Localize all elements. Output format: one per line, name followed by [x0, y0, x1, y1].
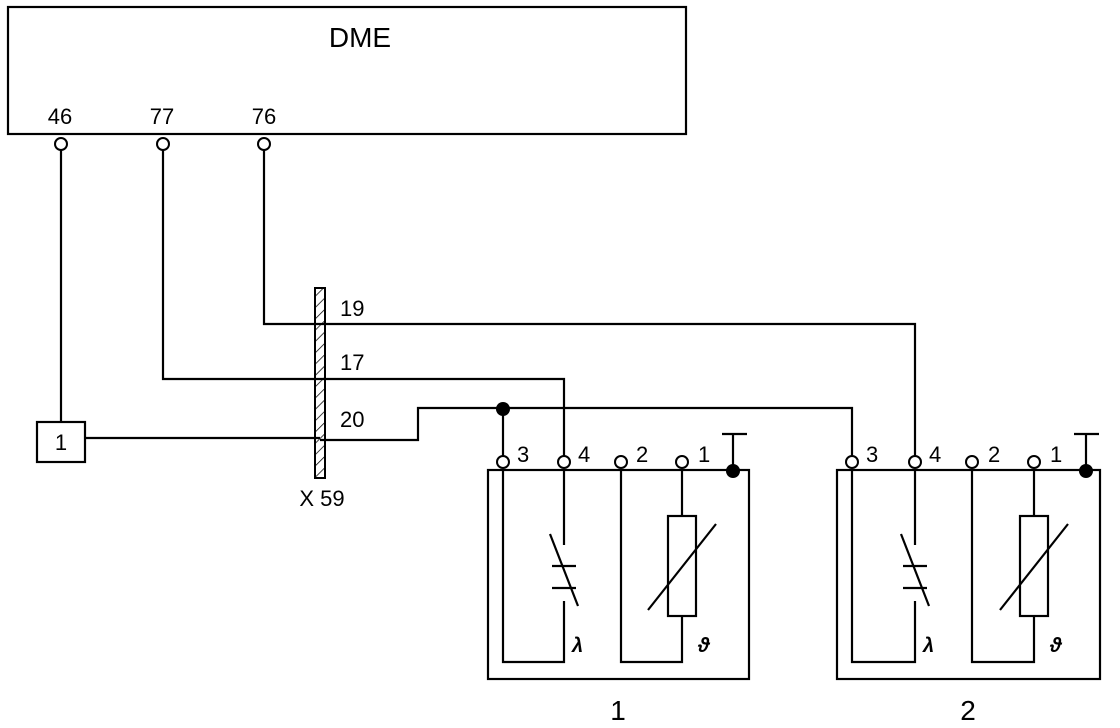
- dme-terminals: [54, 137, 271, 151]
- sensor-1-terminal-4: [557, 455, 571, 469]
- dme-box: [6, 5, 688, 136]
- sensor-2: 3 4 2 1 λ ϑ 2: [835, 432, 1102, 726]
- sensor-1-lambda-symbol: λ: [571, 635, 583, 657]
- sensor-1-terminal-3: [496, 455, 510, 469]
- dme-title: DME: [329, 22, 391, 53]
- sensor-2-ground-dot: [1079, 464, 1093, 478]
- sensor-1-terminal-2-label: 2: [636, 442, 648, 467]
- sensor-2-terminal-2-label: 2: [988, 442, 1000, 467]
- sensor-2-housing: [835, 468, 1102, 681]
- sensor-1-heater-loop: [619, 469, 684, 664]
- sensor-1-terminal-1: [675, 455, 689, 469]
- junction-dot: [496, 402, 510, 416]
- sensor-1-terminal-4-label: 4: [578, 442, 590, 467]
- wire-77: [161, 150, 566, 456]
- sensor-2-terminal-4: [908, 455, 922, 469]
- sensor-2-terminal-1-label: 1: [1050, 442, 1062, 467]
- sensor-2-heater-loop: [970, 469, 1036, 664]
- sensor-2-terminal-3-label: 3: [866, 442, 878, 467]
- sensor-2-label: 2: [960, 695, 976, 726]
- dme-pin-46-label: 46: [48, 104, 72, 129]
- sensor-2-terminal-2: [965, 455, 979, 469]
- sensor-1-heater-arrow: [647, 523, 717, 611]
- sensor-1-switch-arm: [548, 533, 580, 607]
- sensor-2-left-loop: [850, 469, 917, 664]
- sensor-1-ground-dot: [726, 464, 740, 478]
- connector-x59-label: X 59: [299, 486, 344, 511]
- dme-unit: DME 46 77 76: [6, 5, 688, 136]
- dme-pin-77-label: 77: [150, 104, 174, 129]
- sensor-2-switch-arm: [899, 533, 931, 607]
- sensor-2-terminal-3: [845, 455, 859, 469]
- connector-pin-20-label: 20: [340, 407, 364, 432]
- dme-terminal-77: [156, 137, 170, 151]
- sensor-1-theta-symbol: ϑ: [697, 635, 711, 657]
- connector-x59: 19 17 20 X 59: [299, 287, 364, 511]
- sensor-1-heater-resistor: [666, 514, 698, 618]
- connector-x59-body: [314, 287, 326, 479]
- wire-20: [320, 406, 854, 456]
- sensor-1-left-loop: [501, 469, 566, 664]
- dme-terminal-46: [54, 137, 68, 151]
- sensor-1-housing: [486, 468, 751, 681]
- sensor-2-terminal-1: [1027, 455, 1041, 469]
- sensor-1: 3 4 2 1 λ ϑ 1: [486, 432, 751, 726]
- sensor-2-lambda-symbol: λ: [922, 635, 934, 657]
- sensor-2-terminal-4-label: 4: [929, 442, 941, 467]
- component-1-label: 1: [55, 430, 67, 455]
- sensor-1-terminal-1-label: 1: [698, 442, 710, 467]
- dme-pin-76-label: 76: [252, 104, 276, 129]
- sensor-1-terminal-2: [614, 455, 628, 469]
- sensor-1-label: 1: [610, 695, 626, 726]
- sensor-2-theta-symbol: ϑ: [1049, 635, 1063, 657]
- sensor-2-heater-arrow: [999, 523, 1069, 611]
- connector-pin-19-label: 19: [340, 296, 364, 321]
- wires: [59, 150, 917, 456]
- dme-terminal-76: [257, 137, 271, 151]
- sensor-2-heater-resistor: [1018, 514, 1050, 618]
- component-1-box: [35, 420, 87, 464]
- wire-76: [262, 150, 917, 456]
- connector-pin-17-label: 17: [340, 350, 364, 375]
- sensor-1-terminal-3-label: 3: [517, 442, 529, 467]
- component-1: 1: [35, 420, 87, 464]
